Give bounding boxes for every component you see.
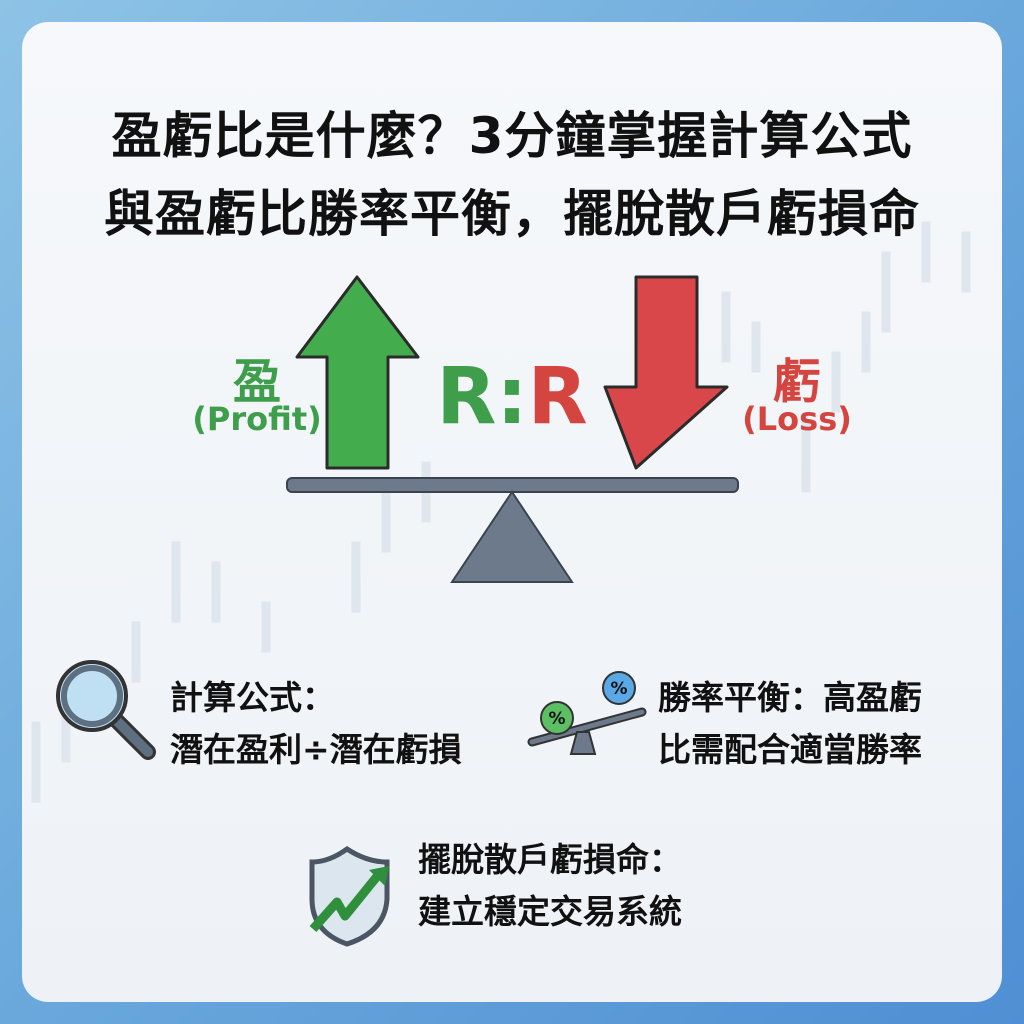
balance-percent-icon: % % bbox=[527, 671, 647, 755]
profit-sublabel: (Profit) bbox=[192, 400, 322, 438]
title-line-1: 盈虧比是什麼？3分鐘掌握計算公式 bbox=[111, 107, 913, 165]
ratio-reward: R bbox=[436, 352, 497, 442]
point-formula-text: 潛在盈利÷潛在虧損 bbox=[170, 730, 462, 769]
svg-text:%: % bbox=[548, 709, 565, 729]
risk-reward-ratio: R:R bbox=[422, 352, 602, 442]
loss-label: 虧 bbox=[772, 354, 821, 410]
balance-diagram bbox=[286, 275, 739, 583]
point-winrate-title: 勝率平衡：高盈虧 bbox=[658, 678, 922, 717]
svg-text:%: % bbox=[610, 679, 627, 699]
point-system-text: 建立穩定交易系統 bbox=[418, 892, 682, 931]
title-line-2: 與盈虧比勝率平衡，擺脫散戶虧損命 bbox=[104, 185, 920, 243]
balance-beam bbox=[286, 477, 739, 493]
ratio-risk: R bbox=[527, 352, 588, 442]
down-arrow-icon bbox=[603, 275, 729, 470]
point-system: 擺脫散戶虧損命： 建立穩定交易系統 bbox=[418, 834, 682, 938]
point-formula: 計算公式： 潛在盈利÷潛在虧損 bbox=[170, 672, 462, 776]
magnifier-icon bbox=[56, 660, 156, 760]
up-arrow-icon bbox=[295, 275, 420, 470]
point-system-title: 擺脫散戶虧損命： bbox=[418, 840, 682, 879]
ratio-colon: : bbox=[496, 352, 528, 442]
point-winrate: 勝率平衡：高盈虧 比需配合適當勝率 bbox=[658, 672, 922, 776]
point-winrate-text: 比需配合適當勝率 bbox=[658, 730, 922, 769]
point-formula-title: 計算公式： bbox=[170, 678, 335, 717]
shield-growth-icon bbox=[309, 845, 390, 947]
loss-sublabel: (Loss) bbox=[742, 400, 852, 438]
profit-label: 盈 bbox=[232, 354, 281, 410]
balance-fulcrum bbox=[450, 490, 574, 583]
infographic-card: 盈虧比是什麼？3分鐘掌握計算公式 與盈虧比勝率平衡，擺脫散戶虧損命 盈 (Pro… bbox=[22, 22, 1002, 1002]
